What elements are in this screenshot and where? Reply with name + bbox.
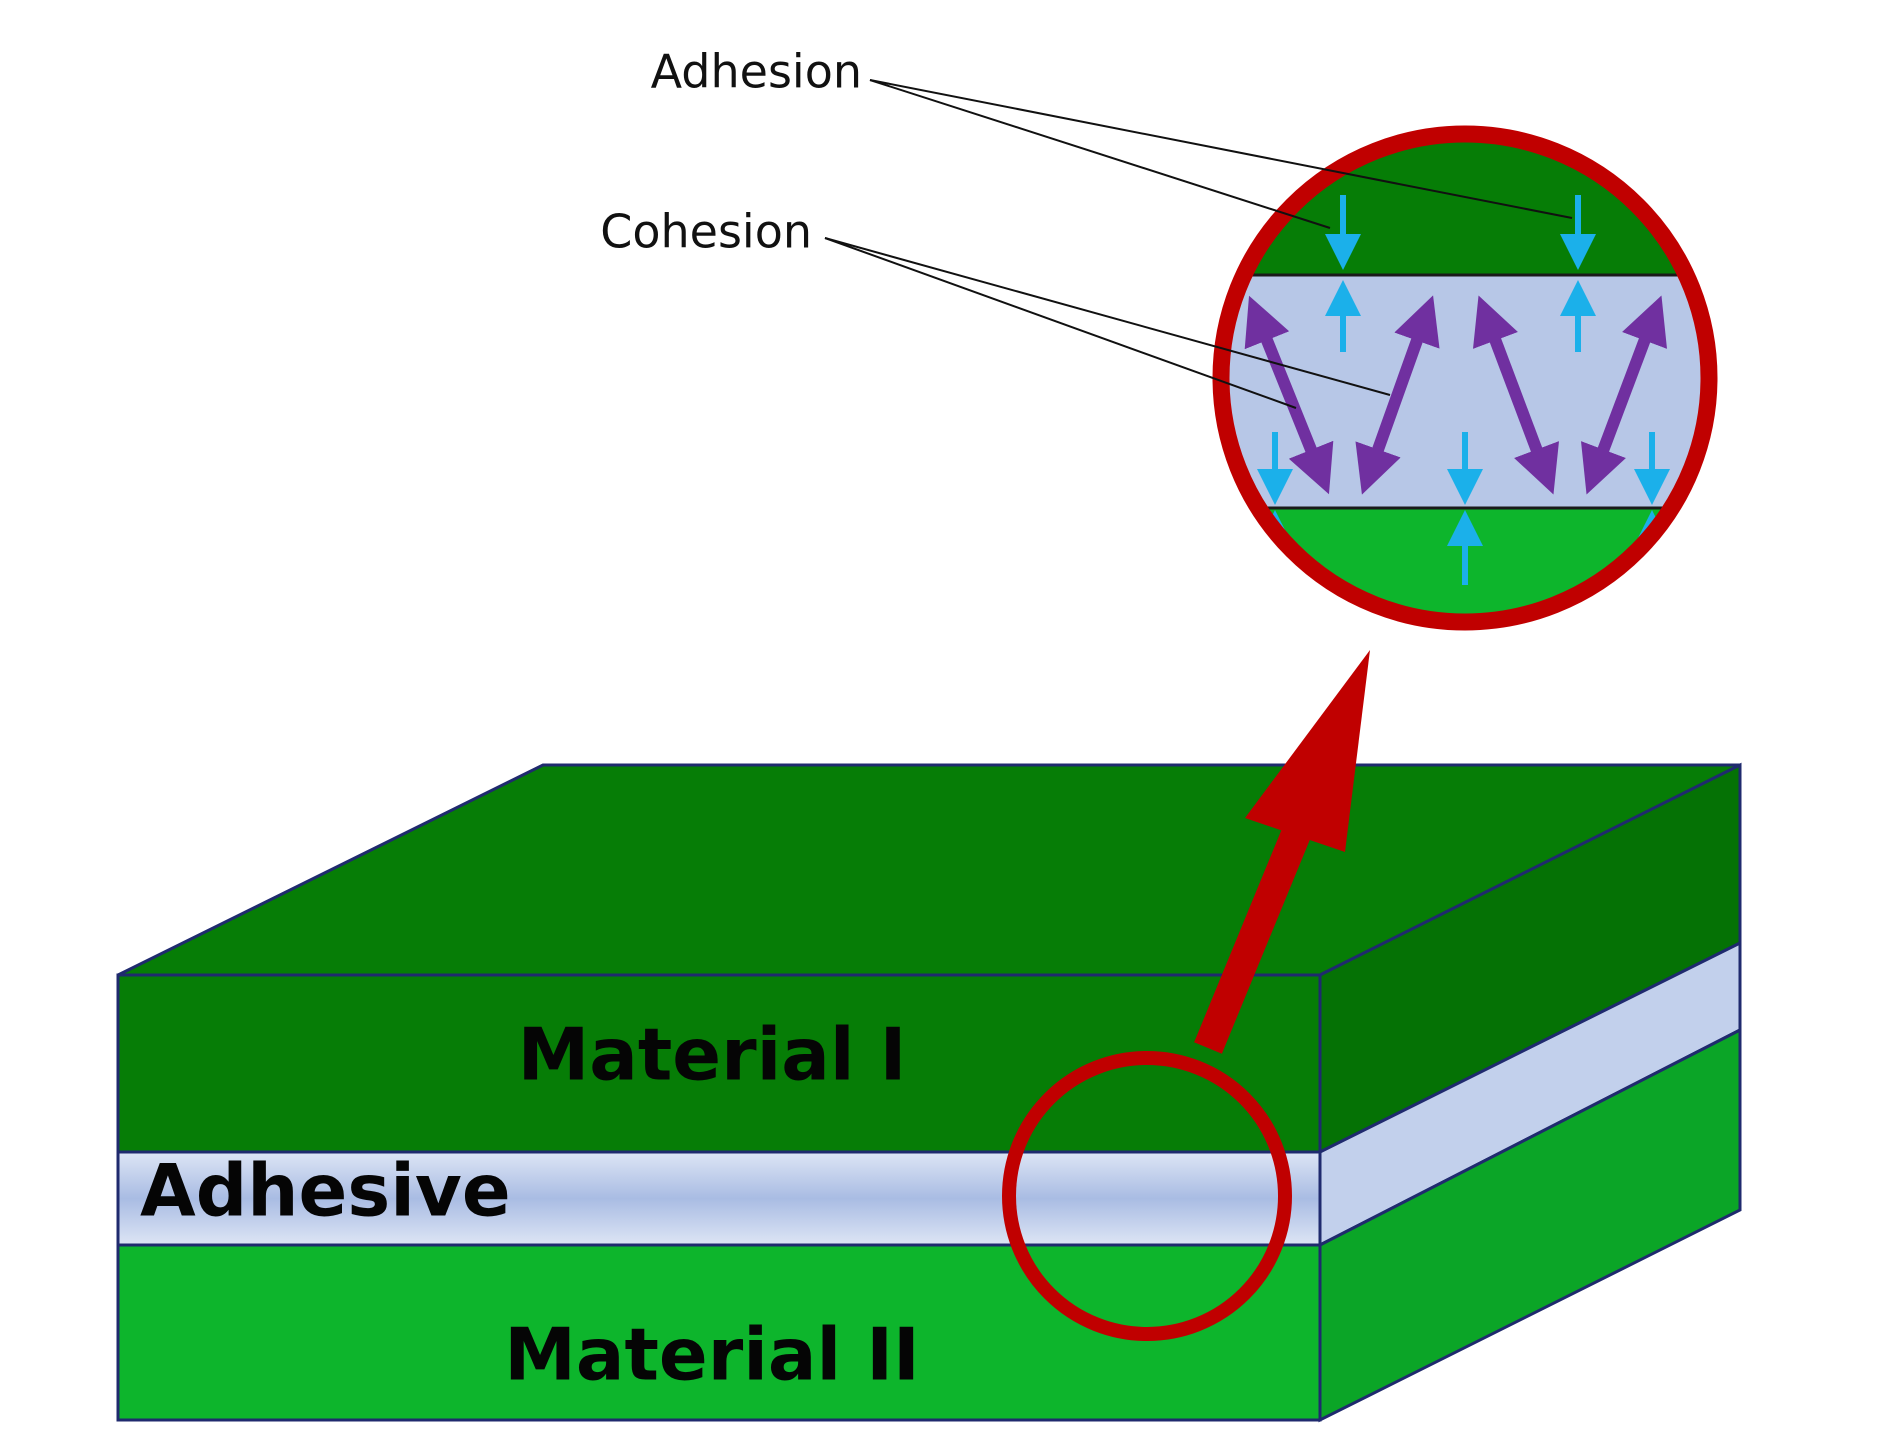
callout-leaders [824, 79, 1573, 409]
cohesion-arrows [1244, 295, 1668, 495]
material-1-label: Material I [518, 1013, 907, 1097]
adhesive-front-face [116, 1150, 1322, 1247]
adhesion-leader-line [869, 79, 1573, 219]
adhesion-leader-line [869, 79, 1331, 229]
zoom-lens-ring [1212, 125, 1718, 631]
cohesion-arrow-icon [1244, 295, 1334, 495]
cohesion-arrow-icon [1472, 295, 1560, 495]
adhesion-label: Adhesion [651, 45, 862, 99]
cohesion-arrow-icon [1355, 295, 1440, 495]
cohesion-leader-line [824, 237, 1391, 396]
material-2-label: Material II [504, 1313, 920, 1397]
zoom-arrow-icon [1194, 650, 1370, 1054]
cohesion-leader-line [824, 237, 1297, 409]
zoom-source-ring [1002, 1051, 1292, 1341]
magnified-view [1212, 125, 1718, 631]
cohesion-arrow-icon [1580, 295, 1668, 495]
cohesion-label: Cohesion [600, 205, 812, 259]
zoom-indicator [1002, 650, 1370, 1341]
laminate-block: Material I Adhesive Material II [116, 762, 1742, 1423]
zoom-adhesive [1223, 275, 1707, 508]
adhesive-label: Adhesive [140, 1149, 511, 1233]
